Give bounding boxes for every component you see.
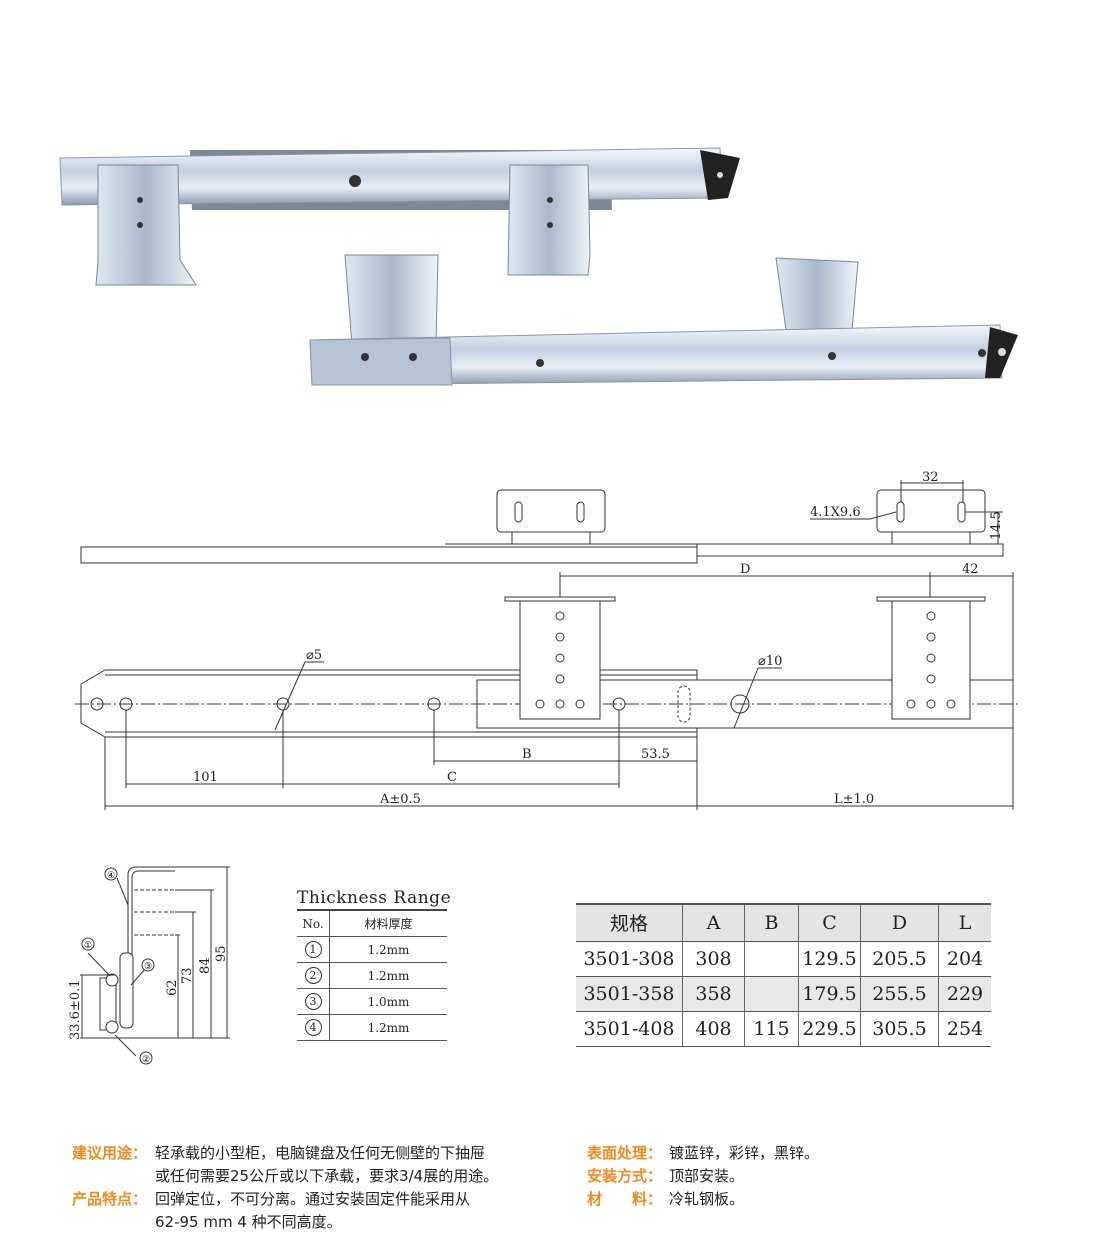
- thickness-no: 2: [304, 967, 322, 984]
- spec-cell: 3501-358: [583, 982, 675, 1005]
- usage-text: 轻承载的小型柜，电脑键盘及任何无侧壁的下抽屉: [155, 1144, 486, 1162]
- thickness-row: 2 1.2mm: [297, 962, 447, 989]
- rail-height-dim: 33.6±0.1: [68, 979, 83, 1040]
- thickness-row: 4 1.2mm: [297, 1014, 447, 1041]
- thickness-header-no: No.: [297, 911, 330, 937]
- product-photo-upper-slide: [59, 147, 740, 286]
- dim-B: B: [522, 747, 532, 762]
- dim-101: 101: [193, 770, 218, 785]
- callout-2: ②: [142, 1055, 150, 1065]
- hole-10-label: ⌀10: [758, 654, 782, 669]
- dim-C: C: [447, 770, 457, 785]
- spec-cell: 115: [744, 1011, 799, 1046]
- hole-5-label: ⌀5: [306, 648, 322, 663]
- install-value: 顶部安装。: [669, 1167, 745, 1185]
- height-95: 95: [214, 945, 229, 962]
- spec-cell: [744, 976, 799, 1011]
- dim-D: D: [740, 562, 750, 577]
- callout-circles: [81, 867, 155, 1065]
- dim-53-5: 53.5: [641, 747, 670, 762]
- callout-3: ③: [144, 962, 152, 972]
- material-value: 冷轧钢板。: [669, 1190, 745, 1208]
- material-label: 材 料：: [587, 1190, 663, 1208]
- thickness-row: 3 1.0mm: [297, 988, 447, 1015]
- spec-header-model: 规格: [609, 913, 648, 936]
- height-62: 62: [165, 979, 180, 996]
- spec-cell: [744, 941, 799, 976]
- spec-header-l: L: [938, 904, 991, 941]
- spec-cell: 229.5: [798, 1011, 861, 1046]
- callout-1: ①: [84, 941, 92, 951]
- spec-header-c: C: [798, 904, 861, 941]
- spec-header-a: A: [682, 904, 745, 941]
- spec-cell: 205.5: [860, 941, 939, 976]
- usage-text: 或任何需要25公斤或以下承载，要求3/4展的用途。: [155, 1167, 499, 1185]
- spec-cell: 255.5: [860, 976, 939, 1011]
- dim-A: A±0.5: [379, 792, 421, 807]
- thickness-no: 3: [304, 993, 322, 1010]
- spec-cell: 229: [938, 976, 991, 1011]
- spec-cell: 305.5: [860, 1011, 939, 1046]
- slot-size-dim: 4.1X9.6: [810, 505, 861, 520]
- feature-text: 62-95 mm 4 种不同高度。: [155, 1213, 342, 1231]
- thickness-value: 1.2mm: [329, 936, 447, 963]
- finish-value: 镀蓝锌，彩锌，黑锌。: [669, 1144, 820, 1162]
- thickness-value: 1.0mm: [329, 988, 447, 1015]
- side-view-drawing: [80, 480, 1004, 564]
- thickness-header-value: 材料厚度: [329, 911, 447, 937]
- cross-section-drawing: [80, 866, 230, 1065]
- spec-cell: 254: [938, 1011, 991, 1046]
- spec-cell: 408: [682, 1011, 745, 1046]
- spec-header-b: B: [744, 904, 799, 941]
- spec-header-d: D: [860, 904, 939, 941]
- feature-text: 回弹定位，不可分离。通过安装固定件能采用从: [155, 1190, 471, 1208]
- dim-42: 42: [962, 562, 979, 577]
- spec-cell: 204: [938, 941, 991, 976]
- thickness-row: 1 1.2mm: [297, 936, 447, 963]
- product-photo-lower-slide: [309, 254, 1018, 386]
- thickness-no: 4: [304, 1019, 322, 1036]
- bracket-height-dim: 14.5: [989, 511, 1004, 540]
- callout-4: ④: [107, 871, 115, 881]
- thickness-value: 1.2mm: [329, 1014, 447, 1041]
- plan-view-drawing: [75, 572, 1020, 810]
- spec-cell: 308: [682, 941, 745, 976]
- thickness-range-table: Thickness Range No. 材料厚度 1 1.2mm 2 1.2mm 3…: [297, 888, 451, 1041]
- feature-label: 产品特点：: [72, 1190, 148, 1208]
- spec-cell: 3501-308: [583, 947, 675, 970]
- usage-notes: 建议用途： 轻承载的小型柜，电脑键盘及任何无侧壁的下抽屉 或任何需要25公斤或以下…: [72, 1142, 498, 1234]
- spec-cell: 358: [682, 976, 745, 1011]
- thickness-title: Thickness Range: [297, 888, 451, 911]
- height-73: 73: [180, 967, 195, 984]
- height-84: 84: [198, 957, 213, 974]
- spec-cell: 179.5: [798, 976, 861, 1011]
- slot-spacing-dim: 32: [922, 470, 939, 485]
- finish-label: 表面处理：: [587, 1144, 663, 1162]
- thickness-value: 1.2mm: [329, 962, 447, 989]
- spec-cell: 129.5: [798, 941, 861, 976]
- spec-cell: 3501-408: [583, 1017, 675, 1040]
- spec-notes: 表面处理： 镀蓝锌，彩锌，黑锌。 安装方式： 顶部安装。 材 料： 冷轧钢板。: [587, 1142, 819, 1211]
- usage-label: 建议用途：: [72, 1144, 148, 1162]
- thickness-no: 1: [304, 941, 322, 958]
- dim-L: L±1.0: [834, 792, 874, 807]
- install-label: 安装方式：: [587, 1167, 663, 1185]
